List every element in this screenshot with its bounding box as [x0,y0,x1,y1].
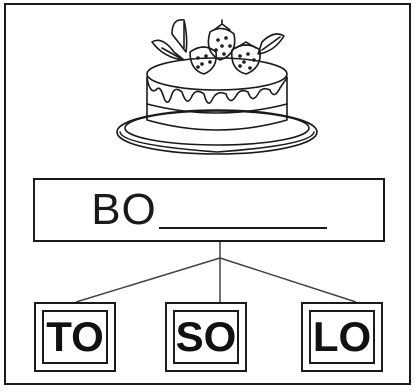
worksheet-card [4,3,411,385]
option-so[interactable]: SO [165,302,247,372]
option-label: LO [312,313,372,360]
word-prefix: BO [91,185,157,234]
option-label: TO [46,313,104,360]
option-to[interactable]: TO [34,302,116,372]
blank-line[interactable] [158,191,327,229]
option-label: SO [175,313,237,360]
option-inner-border [42,310,108,364]
cake-icon [116,18,318,155]
word-prompt-box: BO [33,178,385,242]
option-lo[interactable]: LO [301,302,383,372]
option-inner-border [309,310,375,364]
option-inner-border [173,310,239,364]
